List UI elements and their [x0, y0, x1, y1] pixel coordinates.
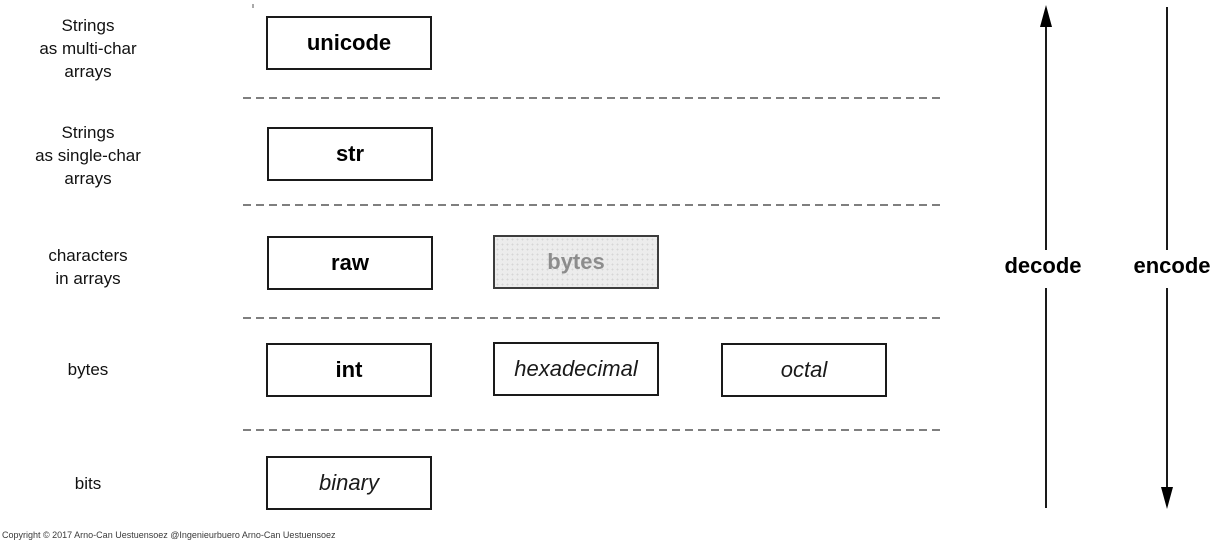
box-raw: raw [267, 236, 433, 290]
encode-label: encode [1133, 253, 1211, 278]
separator-line-1 [243, 97, 943, 99]
encode-arrow-down-icon [1161, 7, 1173, 509]
row-label-characters-in-arrays: characters in arrays [48, 246, 128, 288]
separator-line-4 [243, 429, 943, 431]
stray-mark [252, 4, 254, 8]
box-bytes-disabled: bytes [493, 235, 659, 289]
box-str: str [267, 127, 433, 181]
separator-line-3 [243, 317, 943, 319]
row-label-strings-multichar: Strings as multi-char arrays [39, 16, 137, 81]
box-hexadecimal: hexadecimal [493, 342, 659, 396]
box-int: int [266, 343, 432, 397]
box-binary: binary [266, 456, 432, 510]
decode-arrow-up-icon [1040, 5, 1052, 508]
decode-label: decode [1004, 253, 1082, 278]
row-label-bytes: bytes [67, 360, 109, 379]
box-unicode: unicode [266, 16, 432, 70]
row-label-strings-singlechar: Strings as single-char arrays [35, 123, 141, 188]
box-octal: octal [721, 343, 887, 397]
row-label-bits: bits [74, 474, 102, 493]
copyright-text: Copyright © 2017 Arno-Can Uestuensoez @I… [2, 530, 336, 540]
separator-line-2 [243, 204, 943, 206]
